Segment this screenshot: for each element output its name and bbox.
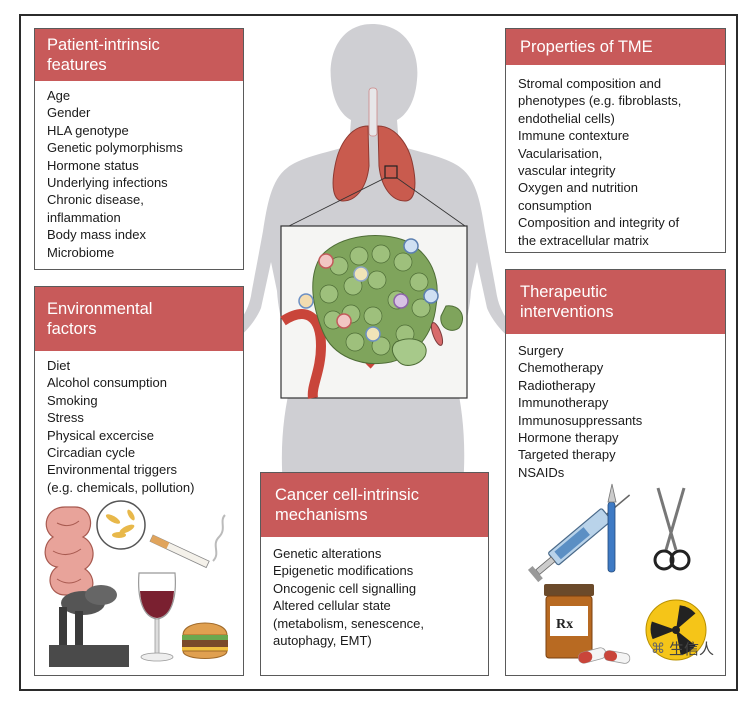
list-item: consumption (518, 197, 592, 213)
blood-vessel (280, 309, 327, 399)
panel-cancer-intrinsic-title: Cancer cell-intrinsic mechanisms (261, 473, 488, 537)
panel-environmental: Environmental factors Diet Alcohol consu… (34, 286, 244, 676)
list-item: Diet (47, 358, 71, 373)
title-line: Properties of TME (520, 38, 653, 56)
list-item: Chemotherapy (518, 360, 604, 376)
wine-glass-icon (138, 572, 176, 662)
capsule-icon (578, 647, 631, 664)
list-item: Physical excercise (47, 427, 154, 443)
burger-icon (182, 622, 228, 659)
list-item: Immunosuppressants (518, 412, 643, 428)
list-item: Alcohol consumption (47, 375, 167, 391)
list-item: HLA genotype (47, 122, 129, 138)
rx-label: Rx (556, 617, 573, 632)
intestine-icon (44, 506, 94, 596)
list-item: Stromal composition and (518, 76, 662, 91)
therapy-illustration: Rx (527, 483, 707, 664)
watermark-text: 生信人 (668, 641, 714, 658)
watermark: ⌘ 生信人 (651, 638, 714, 659)
list-item: Microbiome (47, 244, 115, 260)
panel-patient-intrinsic-title: Patient-intrinsic features (35, 29, 243, 81)
list-item: Genetic alterations (273, 546, 382, 561)
right-lung (377, 125, 416, 202)
scissors-icon (653, 487, 691, 571)
radiation-icon (645, 599, 707, 661)
left-lung (332, 125, 370, 202)
title-line: factors (47, 320, 97, 338)
list-item: vascular integrity (518, 163, 616, 179)
trachea (368, 87, 378, 137)
list-item: Age (47, 88, 71, 103)
title-line: Therapeutic (520, 283, 608, 301)
scalpel-icon (607, 483, 617, 573)
list-item: Gender (47, 105, 91, 121)
panel-cancer-intrinsic: Cancer cell-intrinsic mechanisms Genetic… (260, 472, 489, 676)
list-item: Composition and integrity of (518, 215, 680, 231)
list-item: Body mass index (47, 227, 146, 243)
panel-tme-title: Properties of TME (506, 29, 725, 65)
panel-environmental-title: Environmental factors (35, 287, 243, 351)
human-body-illustration (229, 24, 519, 486)
list-item: NSAIDs (518, 464, 565, 480)
zoom-line-left (288, 177, 386, 227)
zoom-line-right (396, 177, 466, 227)
title-line: Patient-intrinsic (47, 36, 160, 54)
panel-therapeutic-title: Therapeutic interventions (506, 270, 725, 334)
list-item: Immune contexture (518, 128, 630, 144)
cigarette-icon (149, 514, 226, 569)
environment-illustration (44, 500, 228, 667)
list-item: Environmental triggers (47, 462, 178, 478)
title-line: features (47, 56, 107, 74)
list-item: Vacularisation, (518, 145, 603, 161)
list-item: Radiotherapy (518, 377, 596, 393)
title-line: mechanisms (275, 506, 368, 524)
zoom-marker (384, 165, 398, 179)
bacteria-magnifier-icon (96, 500, 146, 550)
list-item: Oxygen and nutrition (518, 180, 638, 196)
list-item: Surgery (518, 343, 564, 358)
list-item: autophagy, EMT) (273, 633, 372, 649)
list-item: Hormone therapy (518, 430, 619, 446)
list-item: Underlying infections (47, 175, 168, 191)
list-item: Oncogenic cell signalling (273, 580, 417, 596)
panel-tme: Properties of TME Stromal composition an… (505, 28, 726, 253)
list-item: Chronic disease, (47, 192, 144, 208)
figure-frame: Patient-intrinsic features Age Gender HL… (19, 14, 738, 691)
list-item: Genetic polymorphisms (47, 140, 183, 156)
list-item: Targeted therapy (518, 447, 616, 463)
list-item: Immunotherapy (518, 395, 609, 411)
list-item: phenotypes (e.g. fibroblasts, (518, 93, 682, 109)
panel-therapeutic: Therapeutic interventions Surgery Chemot… (505, 269, 726, 676)
list-item: Circadian cycle (47, 445, 136, 461)
list-item: (metabolism, senescence, (273, 615, 425, 631)
factory-pollution-icon (49, 585, 129, 667)
list-item: (e.g. chemicals, pollution) (47, 479, 195, 495)
list-item: the extracellular matrix (518, 232, 649, 248)
list-item: Hormone status (47, 157, 139, 173)
title-line: interventions (520, 303, 614, 321)
title-line: Cancer cell-intrinsic (275, 486, 419, 504)
list-item: Smoking (47, 392, 98, 408)
title-line: Environmental (47, 300, 153, 318)
list-item: Epigenetic modifications (273, 563, 414, 579)
list-item: inflammation (47, 209, 121, 225)
panel-patient-intrinsic: Patient-intrinsic features Age Gender HL… (34, 28, 244, 270)
list-item: endothelial cells) (518, 110, 615, 126)
list-item: Stress (47, 410, 84, 426)
syringe-icon (527, 494, 631, 583)
pill-bottle-icon: Rx (544, 584, 594, 659)
list-item: Altered cellular state (273, 598, 391, 614)
wechat-icon: ⌘ (650, 640, 665, 656)
